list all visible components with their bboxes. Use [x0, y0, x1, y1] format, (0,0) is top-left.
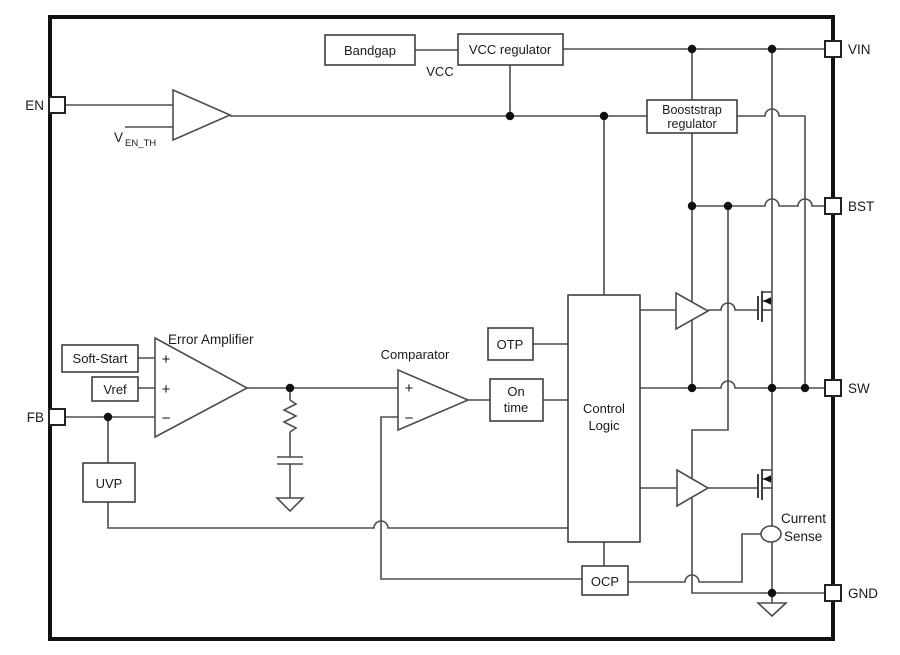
- vcc-net-label: VCC: [426, 64, 453, 79]
- pin-label-bst: BST: [848, 199, 874, 214]
- junction-dots: [103, 44, 810, 598]
- high-side-driver-symbol: [675, 291, 710, 331]
- low-side-driver-symbol: [676, 468, 710, 508]
- junction-dot: [687, 44, 697, 54]
- junction-dot: [767, 44, 777, 54]
- wire-ocp-to-currentsense: [628, 533, 761, 583]
- vcc-regulator-label: VCC regulator: [469, 42, 552, 57]
- junction-dot: [800, 383, 810, 393]
- pin-label-fb: FB: [27, 410, 44, 425]
- bootstrap-label-line2: regulator: [667, 117, 716, 131]
- junction-dot: [103, 412, 113, 422]
- uvp-block: [82, 462, 136, 503]
- current-sense-symbol: [760, 525, 782, 543]
- ground-symbol-compensation: [275, 497, 305, 513]
- ls-body-arrow: [763, 475, 771, 483]
- wire-sw-line: [640, 380, 827, 389]
- control-logic-label-line1: Control: [583, 401, 625, 416]
- pin-vin: [824, 40, 842, 58]
- uvp-label: UVP: [96, 476, 123, 491]
- bandgap-block: [324, 34, 416, 66]
- junction-dot: [687, 383, 697, 393]
- wire-uvp-to-controllogic: [107, 502, 568, 529]
- pin-label-sw: SW: [848, 381, 870, 396]
- wire-hs-driver-out: [708, 302, 758, 311]
- error-amplifier-label: Error Amplifier: [168, 332, 254, 347]
- pin-label-vin: VIN: [848, 42, 871, 57]
- soft-start-label: Soft-Start: [73, 351, 128, 366]
- on-time-block: [489, 378, 544, 422]
- vref-block: [91, 376, 139, 402]
- wire-bst-down-to-gnd-line: [691, 206, 827, 594]
- wire-bst-line: [692, 198, 827, 207]
- otp-block: [487, 327, 534, 361]
- high-side-mosfet: [757, 291, 772, 322]
- vcc-regulator-block: [457, 33, 564, 66]
- capacitor-symbol: [277, 456, 303, 465]
- erroramp-plus2-sign: +: [162, 381, 171, 398]
- junction-dot: [687, 201, 697, 211]
- hs-body-arrow: [763, 297, 771, 305]
- wires: [60, 48, 827, 603]
- junction-dot: [767, 383, 777, 393]
- junction-dot: [767, 588, 777, 598]
- erroramp-plus1-sign: +: [162, 351, 171, 368]
- junction-dot: [285, 383, 295, 393]
- bootstrap-regulator-block: [646, 99, 738, 134]
- junction-dot: [505, 111, 515, 121]
- on-time-label-line2: time: [504, 400, 529, 415]
- pin-sw: [824, 379, 842, 397]
- erroramp-minus-sign: −: [162, 410, 171, 427]
- comparator-minus-sign: −: [405, 410, 414, 427]
- ground-symbol-gnd: [755, 602, 789, 618]
- pin-label-gnd: GND: [848, 586, 878, 601]
- junction-dot: [599, 111, 609, 121]
- current-sense-label-line1: Current: [781, 511, 826, 526]
- ocp-label: OCP: [591, 574, 619, 589]
- ic-boundary: [48, 15, 835, 641]
- control-logic-block: [567, 294, 641, 543]
- current-sense-label-line2: Sense: [784, 529, 822, 544]
- ocp-block: [581, 565, 629, 596]
- pin-gnd: [824, 584, 842, 602]
- comparator-label: Comparator: [381, 347, 450, 362]
- wire-bootstrap-out-to-sw: [737, 108, 806, 388]
- ven-th-label-base: V: [114, 130, 123, 145]
- resistor-symbol: [282, 399, 298, 433]
- pin-bst: [824, 197, 842, 215]
- on-time-label-line1: On: [507, 384, 524, 399]
- comparator-plus-sign: +: [405, 380, 414, 397]
- junction-dot: [723, 201, 733, 211]
- wire-comparator-minus-to-ocp: [380, 416, 582, 580]
- comparator-symbol: [397, 368, 471, 432]
- bandgap-label: Bandgap: [344, 43, 396, 58]
- en-comparator-symbol: [172, 88, 232, 142]
- bootstrap-label-line1: Booststrap: [662, 103, 722, 117]
- otp-label: OTP: [497, 337, 524, 352]
- pin-en: [48, 96, 66, 114]
- soft-start-block: [61, 344, 139, 373]
- pin-label-en: EN: [25, 98, 44, 113]
- ven-th-label-subscript: EN_TH: [125, 138, 156, 149]
- vref-label: Vref: [103, 382, 127, 397]
- low-side-mosfet: [757, 469, 772, 500]
- pin-fb: [48, 408, 66, 426]
- control-logic-label-line2: Logic: [588, 418, 620, 433]
- error-amplifier-symbol: [154, 336, 249, 439]
